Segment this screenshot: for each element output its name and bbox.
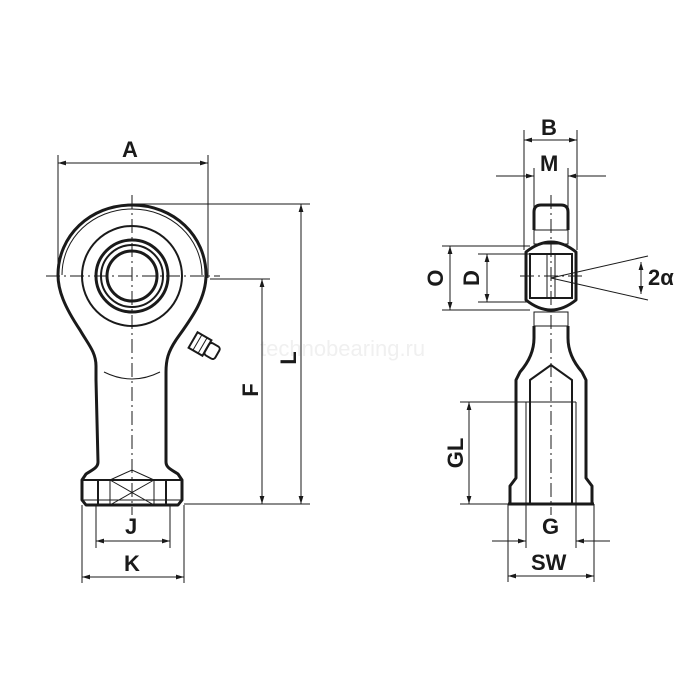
dim-label-gl: GL bbox=[443, 438, 468, 469]
dim-label-o: O bbox=[423, 269, 448, 286]
dim-label-k: K bbox=[124, 551, 140, 576]
rod-end-body-outline bbox=[56, 203, 208, 507]
grease-nipple-icon bbox=[187, 330, 221, 360]
dim-label-g: G bbox=[542, 514, 559, 539]
threaded-bore bbox=[529, 363, 573, 505]
dim-label-d: D bbox=[459, 270, 484, 286]
dim-label-l: L bbox=[276, 351, 301, 364]
spherical-ball bbox=[524, 240, 578, 312]
dim-label-f: F bbox=[238, 383, 263, 396]
dim-label-m: M bbox=[540, 151, 558, 176]
dim-label-b: B bbox=[541, 115, 557, 140]
dim-label-sw: SW bbox=[531, 550, 567, 575]
front-view: A L F J K bbox=[46, 137, 310, 583]
dim-label-angle: 2α bbox=[648, 265, 674, 290]
dim-label-a: A bbox=[122, 137, 138, 162]
section-view: B M O D 2α GL G SW bbox=[423, 115, 674, 582]
dim-label-j: J bbox=[125, 514, 137, 539]
watermark: technobearing.ru bbox=[260, 336, 425, 361]
